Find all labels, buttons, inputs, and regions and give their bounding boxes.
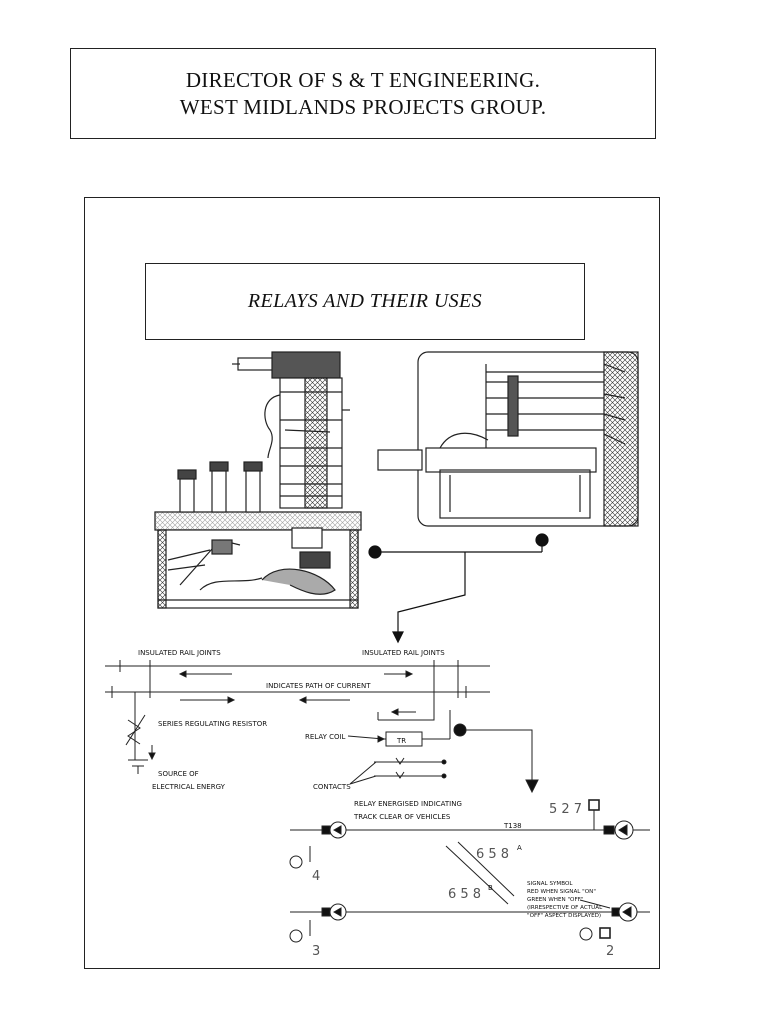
signal-2-label: 2 (606, 944, 614, 959)
legend-line-1: SIGNAL SYMBOL (527, 881, 573, 887)
signal-plan (289, 799, 650, 943)
label-insulated-joints-left: INSULATED RAIL JOINTS (138, 649, 221, 657)
legend-line-4: (IRRESPECTIVE OF ACTUAL (527, 905, 603, 911)
circuit-labels: INSULATED RAIL JOINTS INSULATED RAIL JOI… (138, 649, 445, 791)
signal-labels: RELAY ENERGISED INDICATING TRACK CLEAR O… (312, 800, 614, 959)
caption-line-2: TRACK CLEAR OF VEHICLES (353, 813, 451, 821)
signal-658a-sup: A (517, 844, 522, 852)
relay-cross-section (377, 351, 639, 527)
label-source-1: SOURCE OF (158, 770, 199, 778)
signal-658b-label: 6 5 8 (448, 887, 481, 902)
track-circuit (105, 660, 539, 794)
track-circuit-label: T138 (503, 822, 522, 830)
label-relay-coil: RELAY COIL (305, 733, 346, 741)
caption-line-1: RELAY ENERGISED INDICATING (354, 800, 462, 808)
signal-658b-sup: B (488, 884, 493, 892)
connector (368, 533, 549, 644)
content-frame (84, 197, 660, 969)
page-title: RELAYS AND THEIR USES (247, 290, 483, 312)
label-insulated-joints-right: INSULATED RAIL JOINTS (362, 649, 445, 657)
header-line-1: DIRECTOR OF S & T ENGINEERING. (185, 67, 541, 92)
signal-527-label: 5 2 7 (549, 802, 582, 817)
relay-illustration (154, 351, 362, 609)
header-box: DIRECTOR OF S & T ENGINEERING. WEST MIDL… (70, 48, 656, 139)
title-box: RELAYS AND THEIR USES (145, 263, 585, 340)
signal-3-label: 3 (312, 944, 320, 959)
label-path-of-current: INDICATES PATH OF CURRENT (266, 682, 371, 690)
label-contacts: CONTACTS (313, 783, 351, 791)
legend-line-5: "OFF" ASPECT DISPLAYED) (527, 913, 601, 919)
legend-line-2: RED WHEN SIGNAL "ON" (527, 889, 596, 895)
label-source-2: ELECTRICAL ENERGY (152, 783, 226, 791)
signal-4-label: 4 (312, 869, 320, 884)
header-line-2: WEST MIDLANDS PROJECTS GROUP. (179, 94, 547, 119)
label-relay-box: TR (396, 737, 406, 745)
legend-line-3: GREEN WHEN "OFF" (527, 897, 584, 903)
label-series-resistor: SERIES REGULATING RESISTOR (158, 720, 267, 728)
signal-658a-label: 6 5 8 (476, 847, 509, 862)
